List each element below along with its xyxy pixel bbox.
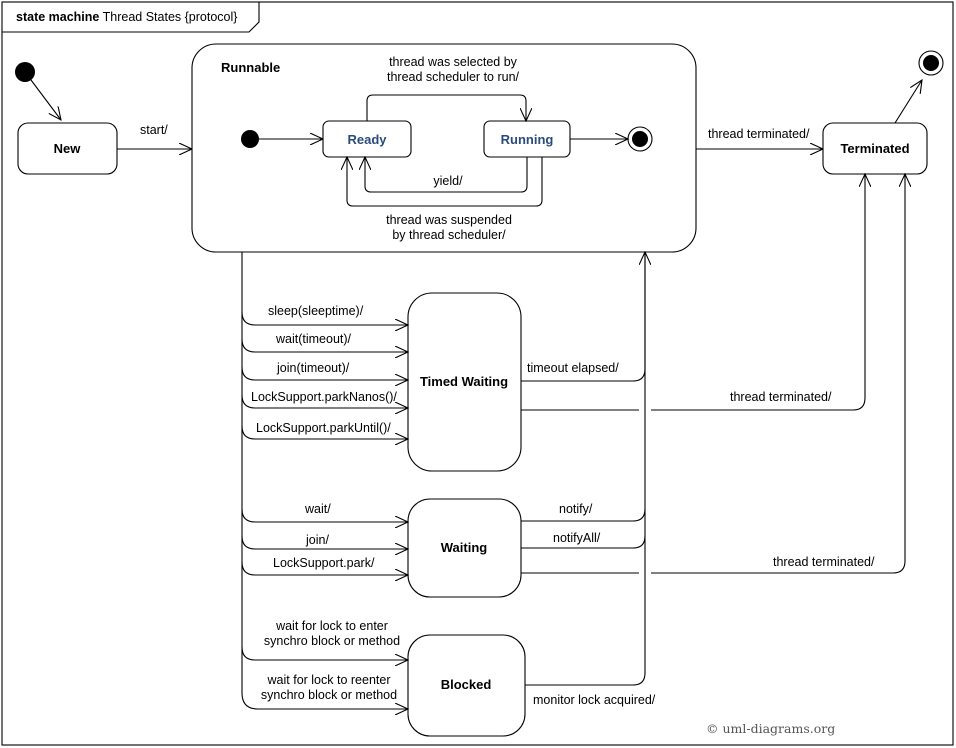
state-new: New [17, 122, 118, 175]
state-new-label: New [54, 141, 82, 156]
wait-timeout-arrow [241, 338, 408, 352]
join-timeout-arrow [241, 366, 408, 380]
lock-reenter-label-2: synchro block or method [261, 688, 397, 702]
start-label: start/ [140, 123, 168, 137]
yield-arrow [365, 157, 528, 193]
runnable-terminated-label: thread terminated/ [708, 127, 810, 141]
selected-label-1: thread was selected by [389, 55, 518, 69]
park-arrow [241, 561, 408, 575]
lock-enter-label-1: wait for lock to enter [275, 619, 388, 633]
state-running: Running [483, 120, 571, 158]
lock-reenter-label-1: wait for lock to reenter [267, 673, 391, 687]
suspended-label-1: thread was suspended [386, 213, 512, 227]
state-terminated-label: Terminated [840, 141, 909, 156]
state-ready: Ready [322, 120, 412, 158]
state-runnable-label: Runnable [221, 60, 280, 75]
initial-to-new-arrow [30, 79, 61, 120]
state-ready-label: Ready [347, 132, 387, 147]
sleep-arrow [241, 311, 408, 325]
state-waiting: Waiting [407, 498, 522, 598]
join-arrow [241, 535, 408, 549]
state-blocked-label: Blocked [441, 677, 492, 692]
sleep-label: sleep(sleeptime)/ [268, 304, 364, 318]
timed-terminated-label: thread terminated/ [730, 390, 832, 404]
timeout-elapsed-label: timeout elapsed/ [527, 361, 619, 375]
selected-arrow [366, 94, 526, 121]
inner-initial-state [241, 130, 259, 148]
suspended-label-2: by thread scheduler/ [392, 228, 506, 242]
final-state [918, 50, 944, 76]
state-timed-waiting-label: Timed Waiting [420, 374, 508, 389]
lock-reenter-arrow [241, 692, 408, 709]
waiting-terminated-arrow [521, 174, 905, 574]
park-nanos-arrow [241, 394, 408, 408]
state-terminated: Terminated [822, 122, 928, 175]
initial-state [15, 62, 35, 82]
wait-label: wait/ [304, 502, 331, 516]
park-label: LockSupport.park/ [273, 556, 375, 570]
lock-enter-arrow [241, 646, 408, 660]
inner-final-state [627, 126, 653, 152]
lock-enter-label-2: synchro block or method [264, 634, 400, 648]
notify-all-label: notifyAll/ [553, 531, 601, 545]
timed-terminated-arrow [521, 174, 865, 411]
state-blocked: Blocked [407, 634, 526, 737]
state-timed-waiting: Timed Waiting [407, 292, 522, 472]
wait-arrow [241, 508, 408, 522]
monitor-acquired-arrow [525, 252, 646, 686]
copyright-text: © uml-diagrams.org [706, 721, 835, 736]
notify-label: notify/ [559, 502, 593, 516]
join-label: join/ [305, 533, 329, 547]
park-until-arrow [241, 425, 408, 439]
park-until-label: LockSupport.parkUntil()/ [256, 421, 391, 435]
state-running-label: Running [501, 132, 554, 147]
monitor-acquired-label: monitor lock acquired/ [533, 693, 656, 707]
join-timeout-label: join(timeout)/ [276, 361, 350, 375]
terminated-to-final-arrow [894, 80, 922, 124]
state-waiting-label: Waiting [441, 540, 488, 555]
wait-timeout-label: wait(timeout)/ [275, 332, 352, 346]
selected-label-2: thread scheduler to run/ [387, 70, 520, 84]
state-runnable: Runnable [191, 43, 697, 253]
park-nanos-label: LockSupport.parkNanos()/ [251, 390, 397, 404]
frame-title: state machine Thread States {protocol} [16, 10, 237, 24]
yield-label: yield/ [433, 174, 463, 188]
waiting-terminated-label: thread terminated/ [773, 555, 875, 569]
suspended-arrow [347, 157, 543, 207]
